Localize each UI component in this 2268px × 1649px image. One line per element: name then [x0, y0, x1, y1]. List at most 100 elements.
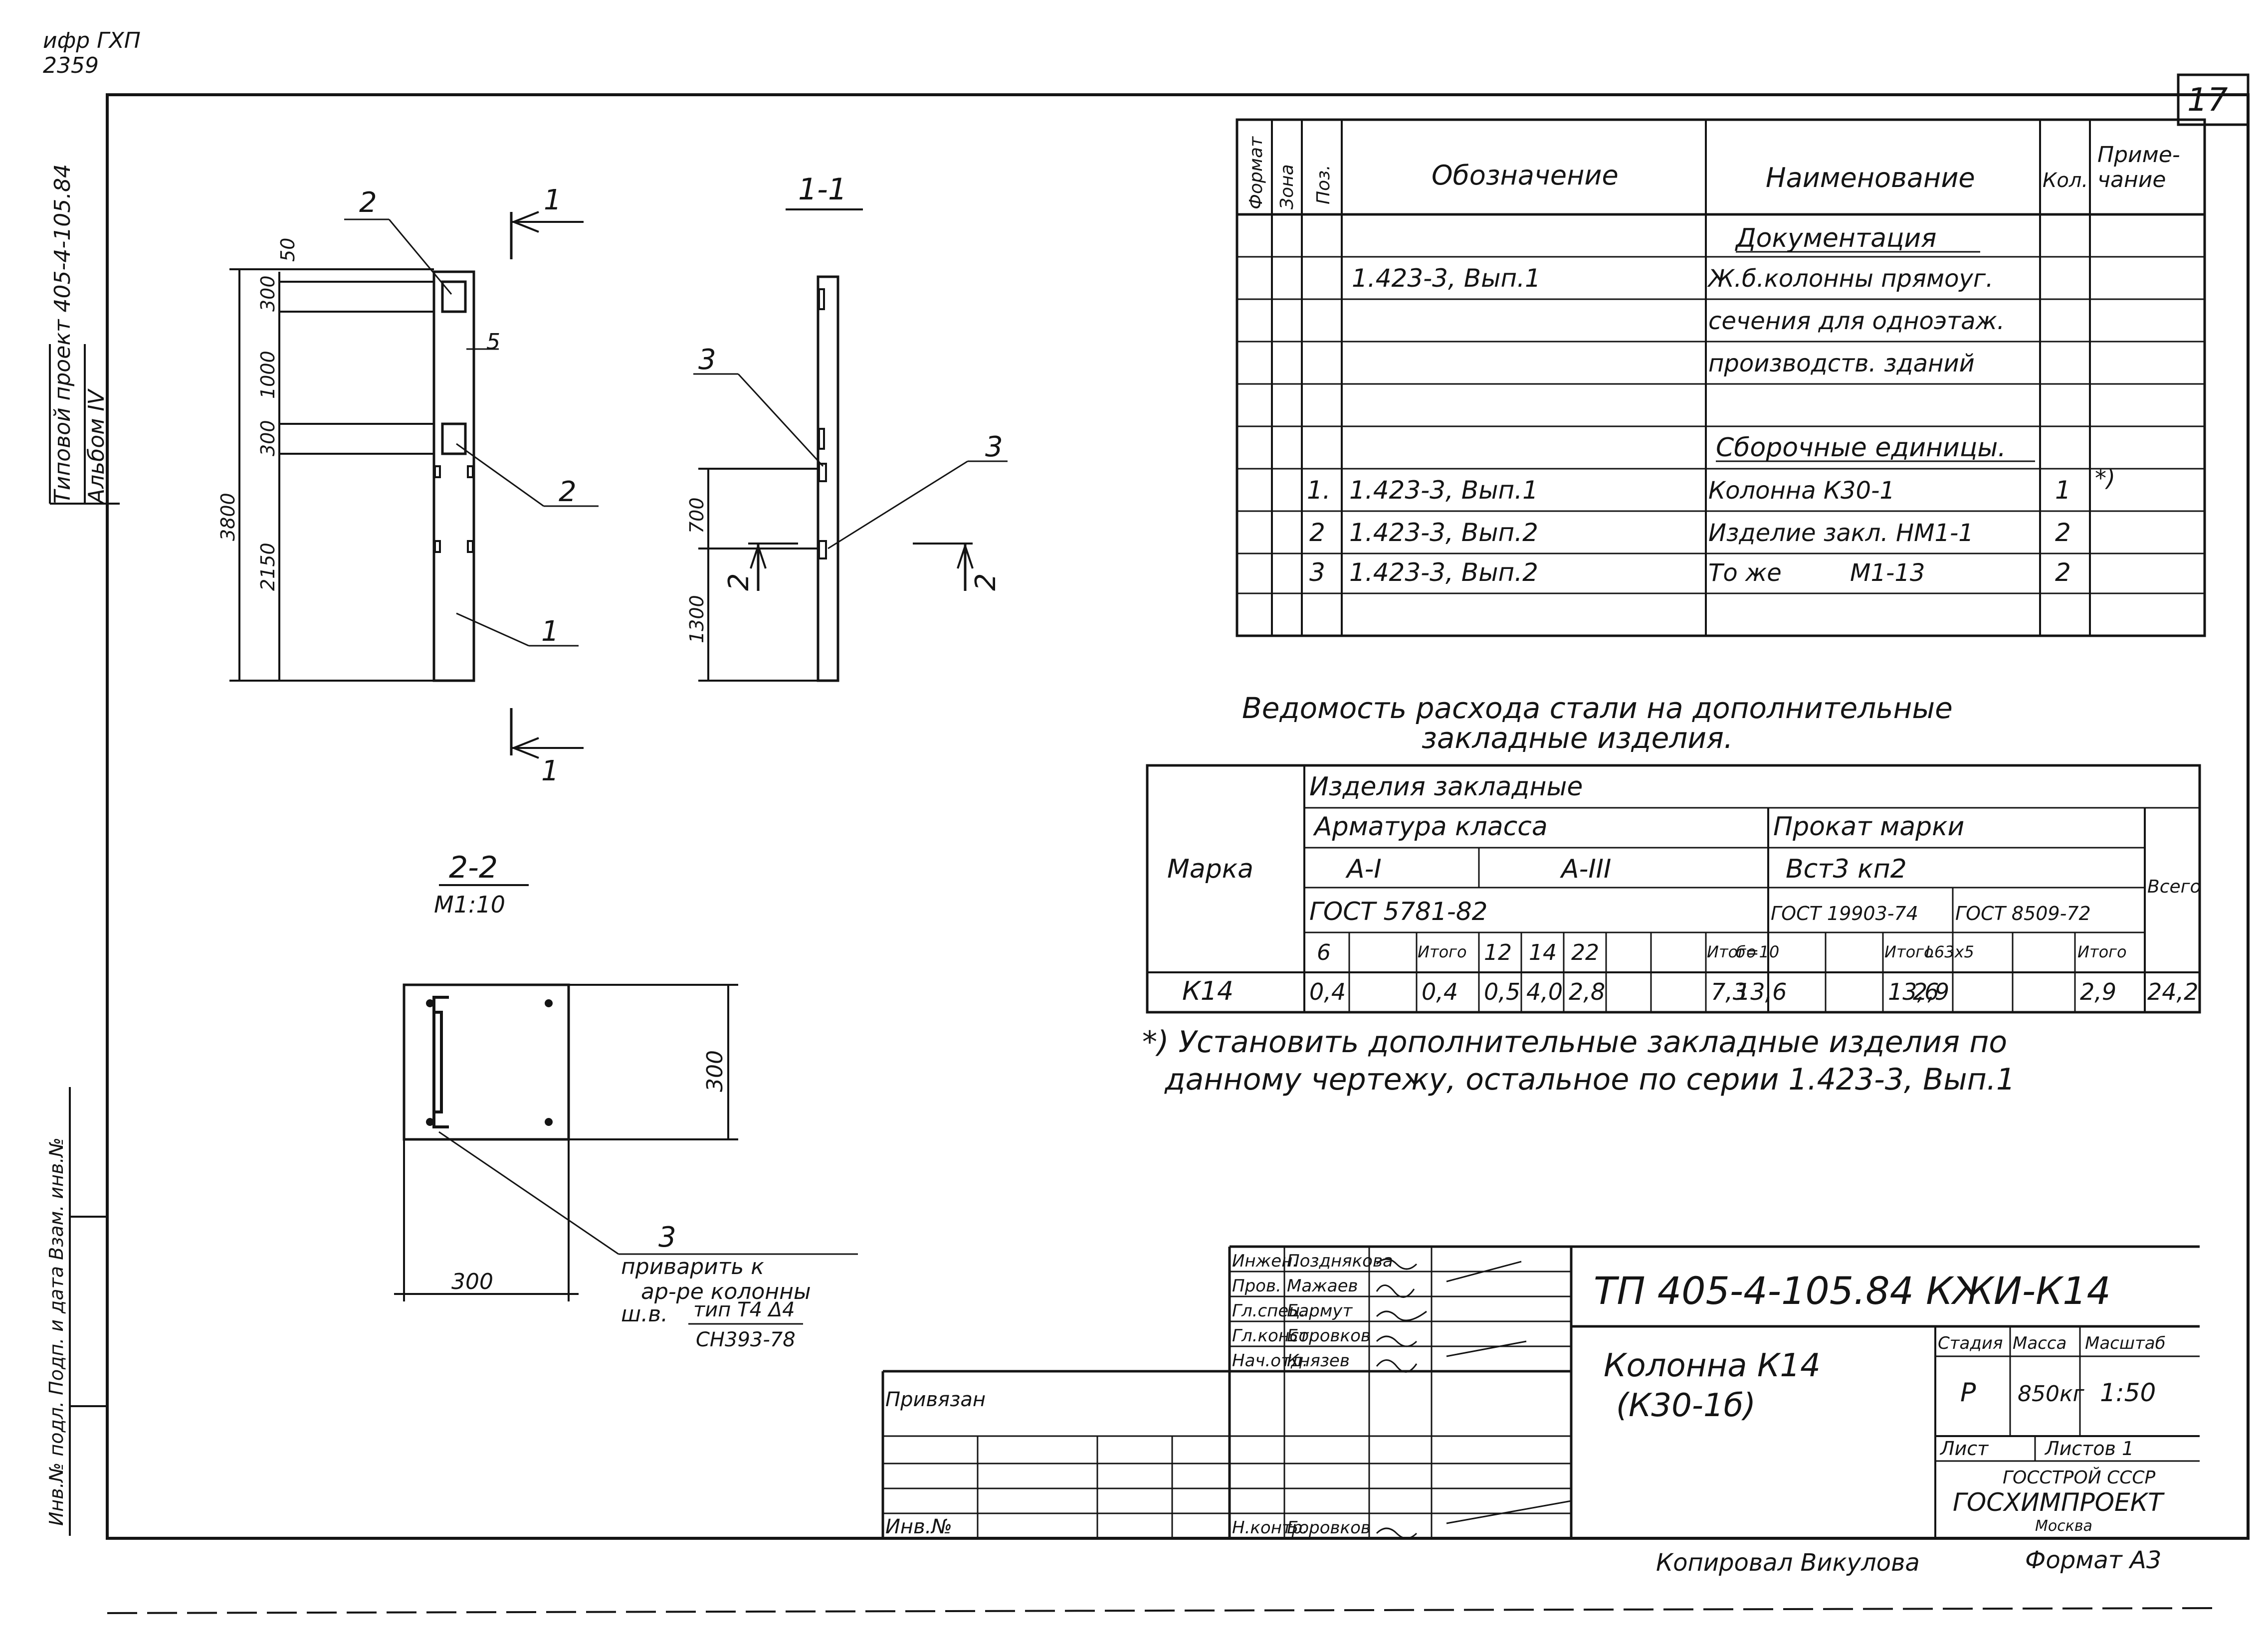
signer-name: Позднякова	[1287, 1251, 1393, 1271]
elev-cut-top: 1	[544, 184, 562, 216]
steel-row-value: 0,4	[1422, 978, 1458, 1005]
steel-total-header: Всего	[2147, 877, 2201, 897]
section-11-title: 1-1	[798, 172, 847, 207]
section-11-cut-right: 2	[970, 573, 1002, 591]
spec-row-name: Изделие закл. НМ1-1	[1708, 519, 1974, 547]
sheet-label: Лист	[1939, 1438, 1989, 1460]
mass-label: Масса	[2013, 1333, 2066, 1353]
spec-row-pos: 1.	[1307, 476, 1331, 505]
spec-row-name: Колонна К30-1	[1708, 477, 1895, 505]
stage-label: Стадия	[1938, 1333, 2003, 1353]
spec-row-note: *)	[2095, 465, 2115, 492]
steel-class-a1: А-I	[1345, 854, 1382, 884]
section-22-std: СН393-78	[696, 1328, 796, 1351]
doc-name-2: (К30-1б)	[1616, 1387, 1756, 1424]
spec-row-qty: 1	[2055, 476, 2071, 505]
elev-dim-3800: 3800	[217, 493, 239, 541]
copied-by: Копировал Викулова	[1656, 1549, 1920, 1577]
elev-dim-300b: 300	[257, 420, 279, 456]
elev-cut-bottom: 1	[541, 755, 559, 787]
sheets-label: Листов 1	[2044, 1438, 2134, 1460]
steel-row-value: 2,9	[2080, 978, 2116, 1005]
org-line-2: ГОСХИМПРОЕКТ	[1953, 1488, 2165, 1517]
steel-row-value: 0,4	[1309, 978, 1346, 1005]
section-2-2: 2-2 М1:10 300 300 3 приварить к ар-ре ко…	[394, 850, 858, 1351]
sheet-number-box	[2177, 73, 2250, 126]
spec-row-pos: 2	[1309, 518, 1325, 547]
steel-row-value: 2,8	[1569, 978, 1605, 1005]
spec-row-qty: 2	[2055, 518, 2071, 547]
nkontr-role: Н.контр.	[1232, 1518, 1308, 1538]
elev-dim-1000: 1000	[257, 351, 279, 399]
steel-row-value: 13,6	[1736, 978, 1787, 1005]
format-label: Формат А3	[2025, 1546, 2161, 1574]
side-stamp-album: Альбом IV	[84, 388, 109, 505]
sheet-number: 17	[2187, 82, 2228, 119]
steel-row-total: 24,2	[2147, 978, 2198, 1005]
elev-dim-50: 50	[277, 238, 299, 262]
section-22-scale: М1:10	[434, 891, 505, 918]
steel-table-title-2: закладные изделия.	[1422, 721, 1733, 755]
steel-table: Марка Изделия закладные Арматура класса …	[1146, 764, 2201, 1014]
steel-subhead: 22	[1571, 940, 1599, 965]
section-11-cut-left: 2	[723, 573, 755, 591]
signer-name: Боровков	[1287, 1326, 1371, 1346]
signer-name: Мажаев	[1287, 1276, 1358, 1296]
spec-row-name: производств. зданий	[1708, 350, 1975, 377]
steel-row-value: 4,0	[1526, 978, 1563, 1005]
steel-table-title-1: Ведомость расхода стали на дополнительны…	[1242, 691, 1953, 725]
steel-group: Изделия закладные	[1309, 772, 1583, 802]
steel-subhead: 6	[1317, 940, 1331, 965]
steel-gost-prokat2: ГОСТ 8509-72	[1955, 903, 2091, 924]
scale-value: 1:50	[2100, 1378, 2156, 1407]
spec-header-format: Формат	[1246, 136, 1266, 209]
steel-row-value: 7,3	[1711, 978, 1747, 1005]
elev-label-1: 1	[541, 615, 559, 648]
signer-role: Нач.отд.	[1232, 1351, 1308, 1371]
org-line-1: ГОССТРОЙ СССР	[2003, 1467, 2155, 1488]
spec-row-designation: 1.423-3, Вып.2	[1349, 518, 1538, 547]
section-11-label-3a: 3	[698, 344, 716, 376]
signer-role: Гл.конст.	[1232, 1326, 1314, 1346]
title-block: Инжен. Позднякова Пров. Мажаев Гл.спец. …	[881, 1245, 2200, 1539]
corner-number: 2359	[43, 53, 99, 78]
steel-armatura: Арматура класса	[1313, 812, 1548, 842]
spec-header-zone: Зона	[1277, 164, 1297, 209]
steel-row-value: 0,5	[1484, 978, 1520, 1005]
elev-dim-2150: 2150	[257, 543, 279, 591]
elevation-view: 50 300 1000 300 2150 3800 5 2 2 1 1 1	[217, 184, 599, 787]
steel-subhead: Итого	[1884, 942, 1934, 961]
spec-header-note2: чание	[2097, 167, 2166, 192]
spec-row-name: сечения для одноэтаж.	[1708, 307, 2005, 335]
elev-gap-label: 5	[486, 329, 500, 355]
signer-role: Гл.спец.	[1232, 1301, 1305, 1321]
section-11-dim-700: 700	[686, 497, 708, 534]
signer-name: Бармут	[1287, 1301, 1353, 1321]
stage-value: Р	[1960, 1378, 1976, 1408]
mass-value: 850кг	[2018, 1381, 2085, 1407]
nkontr-name: Боровков	[1287, 1518, 1371, 1538]
footnote-line-2: данному чертежу, остальное по серии 1.42…	[1164, 1062, 2015, 1097]
section-22-note2: ар-ре колонны	[641, 1279, 811, 1304]
spec-row-designation: 1.423-3, Вып.2	[1349, 558, 1538, 587]
doc-name-1: Колонна К14	[1604, 1347, 1821, 1384]
main-frame	[106, 93, 2250, 1540]
spec-row-name: Документация	[1735, 223, 1936, 253]
steel-subhead: б=10	[1736, 942, 1779, 961]
section-22-title: 2-2	[449, 850, 498, 885]
spec-row-qty: 2	[2055, 558, 2071, 587]
spec-row-pos: 3	[1309, 558, 1325, 587]
elev-dim-300a: 300	[257, 275, 279, 312]
elev-label-2-mid: 2	[559, 476, 577, 508]
corner-code: ифр ГХП	[43, 28, 141, 53]
section-22-dim-h: 300	[702, 1050, 728, 1092]
steel-row-mark: К14	[1182, 976, 1234, 1006]
inv-label: Инв.№	[885, 1515, 952, 1538]
spec-row-name: Ж.б.колонны прямоуг.	[1707, 265, 1993, 293]
section-22-note3: ш.в.	[621, 1301, 668, 1327]
signer-name: Князев	[1287, 1351, 1350, 1371]
section-22-pos: 3	[658, 1221, 676, 1254]
steel-row-value: 2,9	[1913, 978, 1949, 1005]
steel-subhead: Итого	[1707, 942, 1756, 961]
